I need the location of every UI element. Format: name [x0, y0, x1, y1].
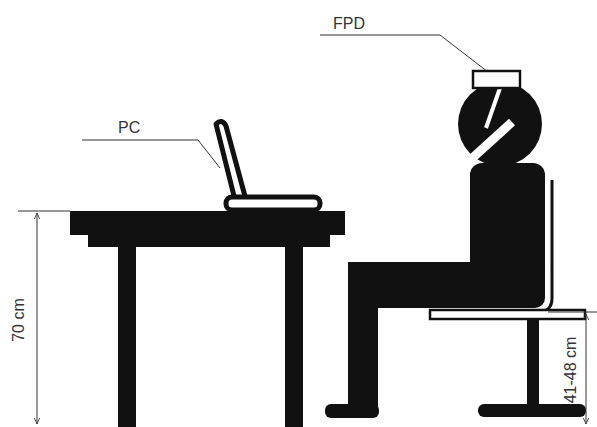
dimension-tick	[18, 211, 70, 212]
fpd-band	[468, 122, 512, 162]
lower-leg	[348, 262, 378, 412]
dimension-line	[37, 213, 38, 424]
dimension-label: 41-48 cm	[563, 337, 579, 404]
laptop-base	[226, 197, 320, 210]
head	[458, 82, 542, 166]
chair-seat	[430, 310, 585, 319]
thigh	[350, 262, 545, 308]
table-top	[70, 211, 345, 235]
laptop-screen	[216, 121, 246, 204]
table-apron	[88, 233, 330, 247]
fpd-device	[473, 71, 520, 88]
dimension-label: 70 cm	[11, 298, 27, 342]
leader-line	[82, 140, 220, 168]
leader-line	[320, 35, 488, 72]
part-label: FPD	[333, 16, 365, 32]
table-leg	[285, 245, 303, 427]
table-leg	[118, 245, 136, 427]
dimension-line	[586, 314, 587, 424]
foot	[325, 404, 379, 418]
chair-base	[478, 404, 586, 417]
part-label: PC	[118, 120, 140, 136]
dimension-tick	[548, 312, 597, 313]
chair-pole	[527, 319, 539, 407]
fpd-arm	[486, 88, 500, 128]
